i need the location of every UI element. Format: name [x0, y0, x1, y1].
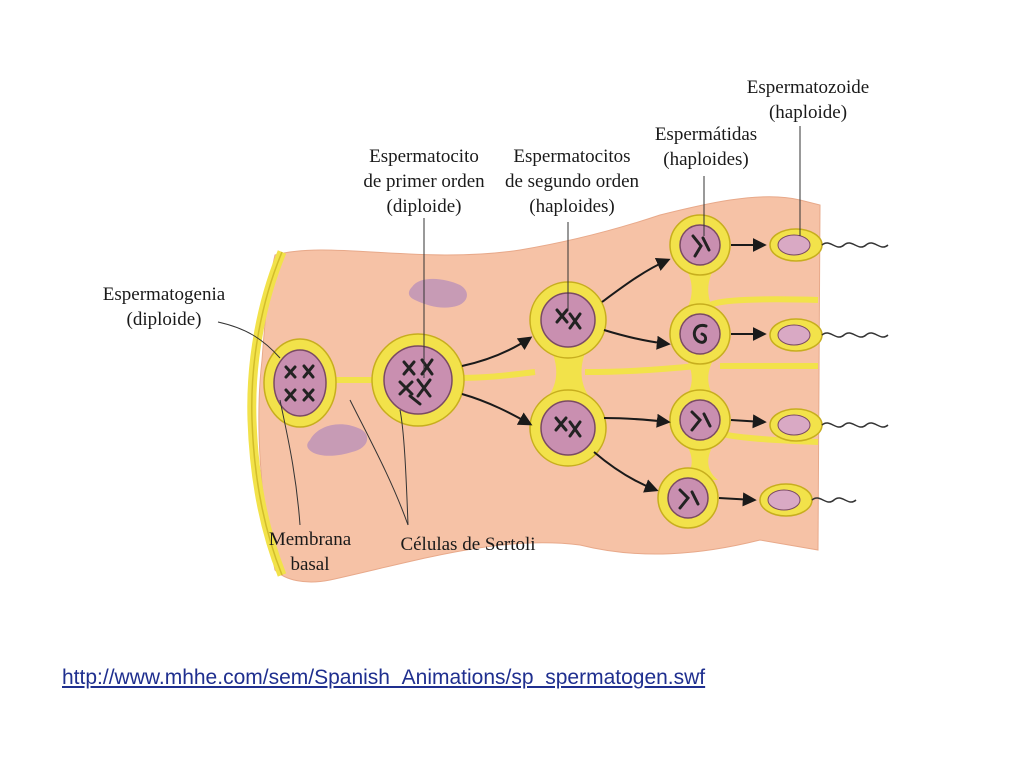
label-line: (diploide): [387, 196, 462, 217]
secondary-spermatocyte-cell: [529, 281, 607, 359]
sertoli-nucleus-blob: [307, 424, 368, 456]
label-line: Espermatozoide: [747, 77, 869, 98]
progression-arrows: [461, 238, 767, 507]
arrow: [461, 393, 533, 426]
label-line: Espermatogenia: [103, 284, 226, 305]
label-spermatozoid: Espermatozoide (haploide): [747, 77, 869, 123]
label-line: Espermátidas: [655, 124, 757, 145]
source-link[interactable]: http://www.mhhe.com/sem/Spanish_Animatio…: [62, 666, 706, 689]
spermatozoon: [759, 483, 857, 517]
arrow: [603, 329, 671, 350]
label-line: Espermatocitos: [513, 146, 630, 167]
label-line: Células de Sertoli: [400, 534, 535, 555]
label-sertoli-cells: Células de Sertoli: [400, 534, 535, 555]
spermatozoon: [769, 318, 889, 352]
arrow: [730, 414, 767, 429]
spermatozoon: [769, 228, 889, 262]
label-spermatids: Espermátidas (haploides): [655, 124, 757, 170]
label-line: (haploides): [529, 196, 614, 217]
cell-bridge: [682, 262, 718, 316]
label-line: de segundo orden: [505, 171, 640, 192]
label-line: basal: [290, 554, 329, 575]
spermatogonium-cell: [263, 338, 337, 428]
arrow: [593, 451, 659, 493]
cell-bridge: [682, 352, 718, 402]
label-line: de primer orden: [363, 171, 485, 192]
label-line: (haploides): [663, 149, 748, 170]
secondary-spermatocyte-cell: [529, 389, 607, 467]
seminiferous-tissue: [258, 196, 821, 583]
arrow: [603, 413, 671, 428]
label-secondary-spermatocytes: Espermatocitos de segundo orden (haploid…: [505, 146, 640, 217]
arrow: [461, 336, 533, 367]
spermatid-cell: [669, 214, 731, 276]
label-line: (haploide): [769, 102, 847, 123]
spermatozoon: [769, 408, 889, 442]
sertoli-nucleus-blob: [408, 278, 467, 308]
label-spermatogonium: Espermatogenia (diploide): [103, 284, 226, 330]
spermatid-cell: [657, 467, 719, 529]
leader-lines: [217, 126, 801, 526]
primary-spermatocyte-cell: [371, 333, 465, 427]
label-line: Membrana: [269, 529, 352, 550]
arrow: [601, 258, 671, 303]
label-line: Espermatocito: [369, 146, 479, 167]
spermatid-cell: [669, 389, 731, 451]
label-line: (diploide): [127, 309, 202, 330]
label-basal-membrane: Membrana basal: [269, 529, 352, 575]
label-primary-spermatocyte: Espermatocito de primer orden (diploide): [363, 146, 485, 217]
spermatid-cell: [669, 303, 731, 365]
arrow: [718, 492, 757, 507]
